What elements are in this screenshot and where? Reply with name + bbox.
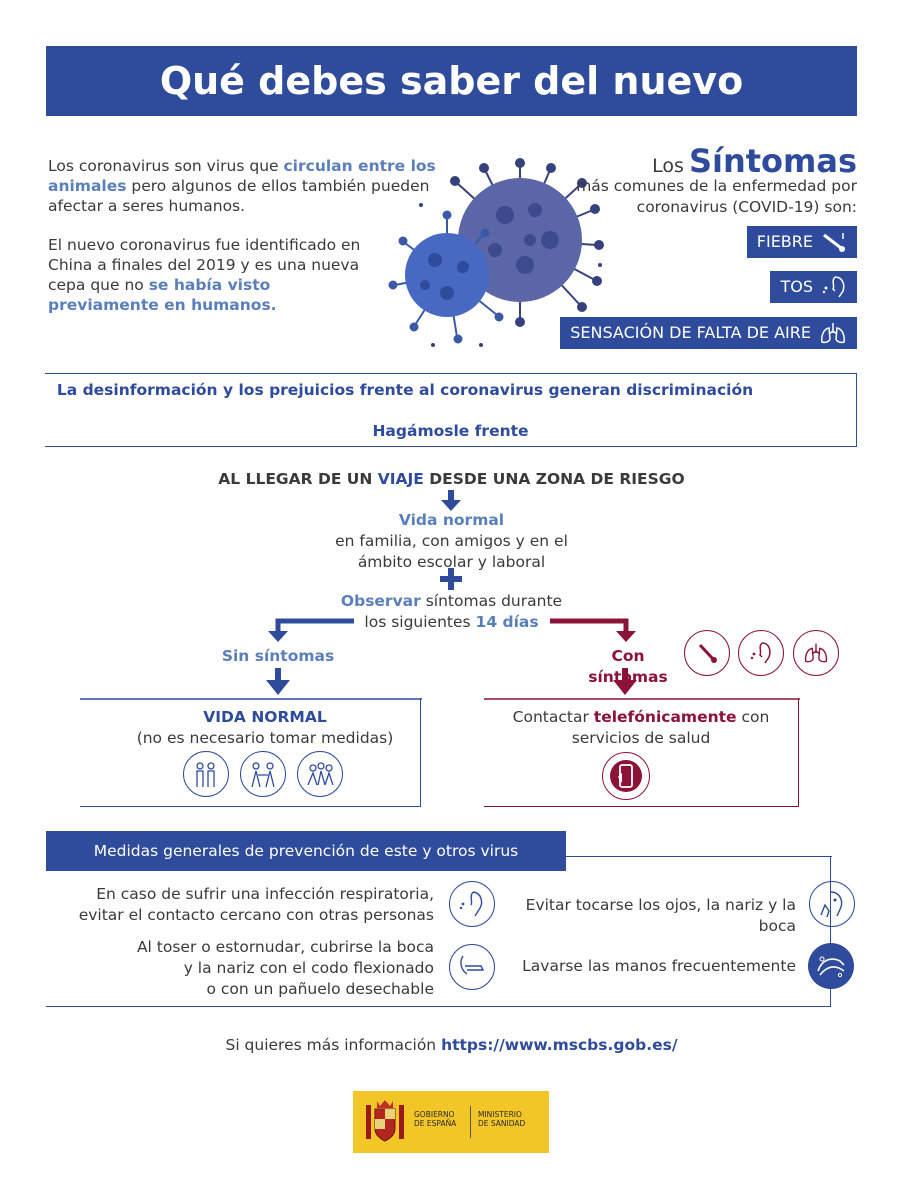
prevention-text: evitar el contacto cercano con otras per… xyxy=(78,906,434,924)
prevention-heading: Medidas generales de prevención de este … xyxy=(46,831,566,900)
symptoms-los: Los xyxy=(652,155,684,177)
logo-separator xyxy=(470,1106,471,1138)
logo-text: DE SANIDAD xyxy=(478,1119,526,1128)
normal-life-title: Vida normal xyxy=(398,511,505,529)
no-symptoms-box xyxy=(80,698,421,807)
logo-text: DE ESPAÑA xyxy=(414,1119,457,1128)
observe-days: 14 días xyxy=(475,613,539,631)
symptom-cough: TOS xyxy=(770,271,857,303)
travel-text: DESDE UNA ZONA DE RIESGO xyxy=(423,470,685,488)
prevention-item-dont-touch-face: Evitar tocarse los ojos, la nariz y la b… xyxy=(525,896,796,935)
normal-life-text: ámbito escolar y laboral xyxy=(357,553,546,571)
logo-text: GOBIERNO xyxy=(414,1110,455,1119)
travel-highlight: VIAJE xyxy=(377,470,424,488)
discrimination-message: La desinformación y los prejuicios frent… xyxy=(56,381,754,399)
logo-text: MINISTERIO xyxy=(478,1110,522,1119)
lungs-circle-icon xyxy=(793,630,839,676)
arrow-down-icon xyxy=(441,490,461,511)
hand-wash-icon xyxy=(808,943,854,989)
intro-paragraph-1: Los coronavirus son virus que circulan e… xyxy=(48,156,468,216)
lungs-icon xyxy=(821,323,845,344)
cough-face-icon xyxy=(822,276,845,298)
contact-text: Contactar xyxy=(512,708,594,726)
symptom-fever: FIEBRE xyxy=(746,226,857,258)
prevention-item-avoid-contact: En caso de sufrir una infección respirat… xyxy=(48,884,434,926)
more-info-text: Si quieres más información xyxy=(225,1036,442,1054)
intro-paragraph-2: El nuevo coronavirus fue identificado en… xyxy=(48,235,378,315)
with-symptoms-box xyxy=(484,698,799,807)
symptoms-subtitle: más comunes de la enfermedad por coronav… xyxy=(576,177,857,216)
arrow-down-icon xyxy=(266,668,290,695)
page-title: Qué debes saber del nuevo coronavirus xyxy=(46,46,857,173)
intro-highlight: se había visto previamente en humanos. xyxy=(48,276,277,314)
observe-highlight: Observar xyxy=(340,592,421,610)
observe-text: los siguientes xyxy=(364,613,476,631)
arrow-down-icon xyxy=(613,668,637,695)
symptom-label: FIEBRE xyxy=(756,232,813,251)
symptom-shortness-of-breath: SENSACIÓN DE FALTA DE AIRE xyxy=(560,317,857,349)
with-symptoms-box-top xyxy=(484,698,800,700)
travel-heading: AL LLEGAR DE UN VIAJE DESDE UNA ZONA DE … xyxy=(0,469,903,490)
arrow-right-branch-icon xyxy=(550,618,636,642)
face-touch-icon xyxy=(809,881,855,927)
prevention-text: o con un pañuelo desechable xyxy=(206,980,435,998)
family-icon xyxy=(183,751,229,797)
observe-text: síntomas durante xyxy=(420,592,563,610)
intro-text: El nuevo coronavirus fue identificado en… xyxy=(48,236,361,294)
no-symptoms-label: Sin síntomas xyxy=(221,647,335,665)
normal-life-text: en familia, con amigos y en el xyxy=(335,532,568,550)
contact-text: con xyxy=(736,708,770,726)
plus-icon xyxy=(440,568,462,590)
prevention-item-wash-hands: Lavarse las manos frecuentemente xyxy=(522,957,796,975)
prevention-box-top xyxy=(566,856,832,857)
observe-block: Observar síntomas durante los siguientes… xyxy=(0,591,903,633)
prevention-box xyxy=(46,856,831,1007)
discrimination-call-to-action: Hagámosle frente xyxy=(372,422,529,440)
symptom-label: TOS xyxy=(780,277,813,296)
arrow-left-branch-icon xyxy=(268,618,354,642)
symptoms-title: Los Síntomas xyxy=(652,142,857,180)
virus-illustration xyxy=(388,158,604,347)
more-info: Si quieres más información https://www.m… xyxy=(0,1036,903,1054)
prevention-text: En caso de sufrir una infección respirat… xyxy=(96,885,434,903)
contact-text: servicios de salud xyxy=(571,729,711,747)
travel-text: AL LLEGAR DE UN xyxy=(218,470,378,488)
phone-icon xyxy=(602,752,650,800)
cough-circle-icon xyxy=(738,630,784,676)
prevention-text: y la nariz con el codo flexionado xyxy=(183,959,434,977)
no-symptoms-box-top xyxy=(80,698,422,700)
symptom-label: SENSACIÓN DE FALTA DE AIRE xyxy=(570,323,811,342)
thermometer-icon xyxy=(823,233,845,252)
coat-of-arms-icon xyxy=(366,1100,404,1142)
contact-highlight: telefónicamente xyxy=(593,708,737,726)
symptoms-heading: Síntomas xyxy=(688,142,857,180)
work-group-icon xyxy=(297,751,343,797)
normal-life-block: Vida normal en familia, con amigos y en … xyxy=(0,510,903,573)
intro-text: Los coronavirus son virus que xyxy=(48,157,284,175)
friends-icon xyxy=(240,751,286,797)
normal-life-caps: VIDA NORMAL xyxy=(203,708,327,726)
sneeze-icon xyxy=(449,881,495,927)
contact-result: Contactar telefónicamente con servicios … xyxy=(484,707,798,749)
normal-life-sub: (no es necesario tomar medidas) xyxy=(136,729,394,747)
thermometer-circle-icon xyxy=(684,630,730,676)
prevention-item-cover-cough: Al toser o estornudar, cubrirse la boca … xyxy=(48,937,434,1000)
intro-text: pero algunos de ellos también pueden afe… xyxy=(48,177,430,215)
more-info-link[interactable]: https://www.mscbs.gob.es/ xyxy=(441,1036,678,1054)
intro-highlight: circulan entre los animales xyxy=(48,157,436,195)
discrimination-box xyxy=(45,373,857,447)
prevention-text: Al toser o estornudar, cubrirse la boca xyxy=(136,938,434,956)
normal-life-result: VIDA NORMAL (no es necesario tomar medid… xyxy=(80,707,450,749)
elbow-cough-icon xyxy=(449,944,495,990)
